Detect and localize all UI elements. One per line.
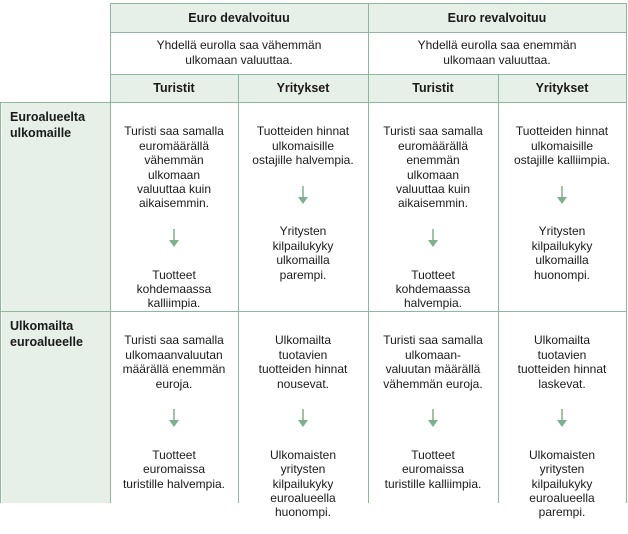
- cell-top-text: Tuotteiden hinnat ulkomaisille ostajille…: [513, 124, 611, 168]
- cell-bottom-text: Yritysten kilpailukyky ulkomailla huonom…: [531, 224, 593, 282]
- header-euro-devalued: Euro devalvoituu: [110, 4, 368, 32]
- cell-top-text: Ulkomailta tuotavien tuotteiden hinnat l…: [517, 333, 607, 391]
- arrow-down-icon: [427, 229, 439, 248]
- cell-bottom-text: Ulkomaisten yritysten kilpailukyky euroa…: [528, 447, 596, 520]
- cell-bottom-text: Tuotteet kohdemaassa halvempia.: [395, 267, 471, 311]
- grid-line: [0, 311, 627, 312]
- cell-top-text: Turisti saa samalla euromäärällä enemmän…: [383, 124, 483, 211]
- arrow-down-icon: [556, 186, 568, 205]
- cell-bottom-text: Ulkomaisten yritysten kilpailukyky euroa…: [269, 447, 337, 520]
- arrow-down-icon: [427, 409, 439, 428]
- cell-r2-tourists-devalued: Turisti saa samalla ulkomaanvaluutan mää…: [110, 311, 238, 503]
- cell-top-text: Turisti saa samalla ulkomaan- valuutan m…: [383, 333, 483, 391]
- cell-r1-tourists-devalued: Turisti saa samalla euromäärällä vähemmä…: [110, 102, 238, 311]
- cell-r1-companies-revalued: Tuotteiden hinnat ulkomaisille ostajille…: [498, 102, 626, 311]
- arrow-down-icon: [556, 409, 568, 428]
- cell-r1-tourists-revalued: Turisti saa samalla euromäärällä enemmän…: [368, 102, 498, 311]
- grid-line: [626, 3, 627, 503]
- devalued-description: Yhdellä eurolla saa vähemmän ulkomaan va…: [110, 32, 368, 74]
- arrow-down-icon: [168, 229, 180, 248]
- cell-top-text: Tuotteiden hinnat ulkomaisille ostajille…: [252, 124, 354, 168]
- header-companies-devalued: Yritykset: [238, 74, 368, 102]
- arrow-down-icon: [297, 409, 309, 428]
- cell-bottom-text: Tuotteet euromaissa turistille halvempia…: [122, 447, 226, 491]
- grid-line: [0, 102, 627, 103]
- revalued-description: Yhdellä eurolla saa enemmän ulkomaan val…: [368, 32, 626, 74]
- header-euro-revalued: Euro revalvoituu: [368, 4, 626, 32]
- grid-line: [0, 102, 1, 503]
- currency-effects-table: Euro devalvoituu Euro revalvoituu Yhdell…: [0, 3, 627, 519]
- header-tourists-revalued: Turistit: [368, 74, 498, 102]
- cell-bottom-text: Tuotteet kohdemaassa kalliimpia.: [136, 267, 212, 311]
- cell-bottom-text: Tuotteet euromaissa turistille kalliimpi…: [384, 447, 482, 491]
- grid-line: [498, 74, 499, 503]
- cell-r2-tourists-revalued: Turisti saa samalla ulkomaan- valuutan m…: [368, 311, 498, 503]
- cell-bottom-text: Yritysten kilpailukyky ulkomailla paremp…: [272, 224, 334, 282]
- grid-line: [238, 74, 239, 503]
- grid-line: [368, 3, 369, 503]
- cell-top-text: Turisti saa samalla euromäärällä vähemmä…: [124, 124, 224, 211]
- cell-r2-companies-revalued: Ulkomailta tuotavien tuotteiden hinnat l…: [498, 311, 626, 519]
- row-label-abroad-to-euro: Ulkomailta euroalueelle: [2, 311, 110, 503]
- grid-line: [110, 3, 111, 503]
- cell-top-text: Turisti saa samalla ulkomaanvaluutan mää…: [122, 333, 226, 391]
- cell-r1-companies-devalued: Tuotteiden hinnat ulkomaisille ostajille…: [238, 102, 368, 311]
- arrow-down-icon: [297, 186, 309, 205]
- row-label-euro-to-abroad: Euroalueelta ulkomaille: [2, 102, 110, 311]
- header-tourists-devalued: Turistit: [110, 74, 238, 102]
- cell-r2-companies-devalued: Ulkomailta tuotavien tuotteiden hinnat n…: [238, 311, 368, 519]
- cell-top-text: Ulkomailta tuotavien tuotteiden hinnat n…: [258, 333, 348, 391]
- header-companies-revalued: Yritykset: [498, 74, 626, 102]
- arrow-down-icon: [168, 409, 180, 428]
